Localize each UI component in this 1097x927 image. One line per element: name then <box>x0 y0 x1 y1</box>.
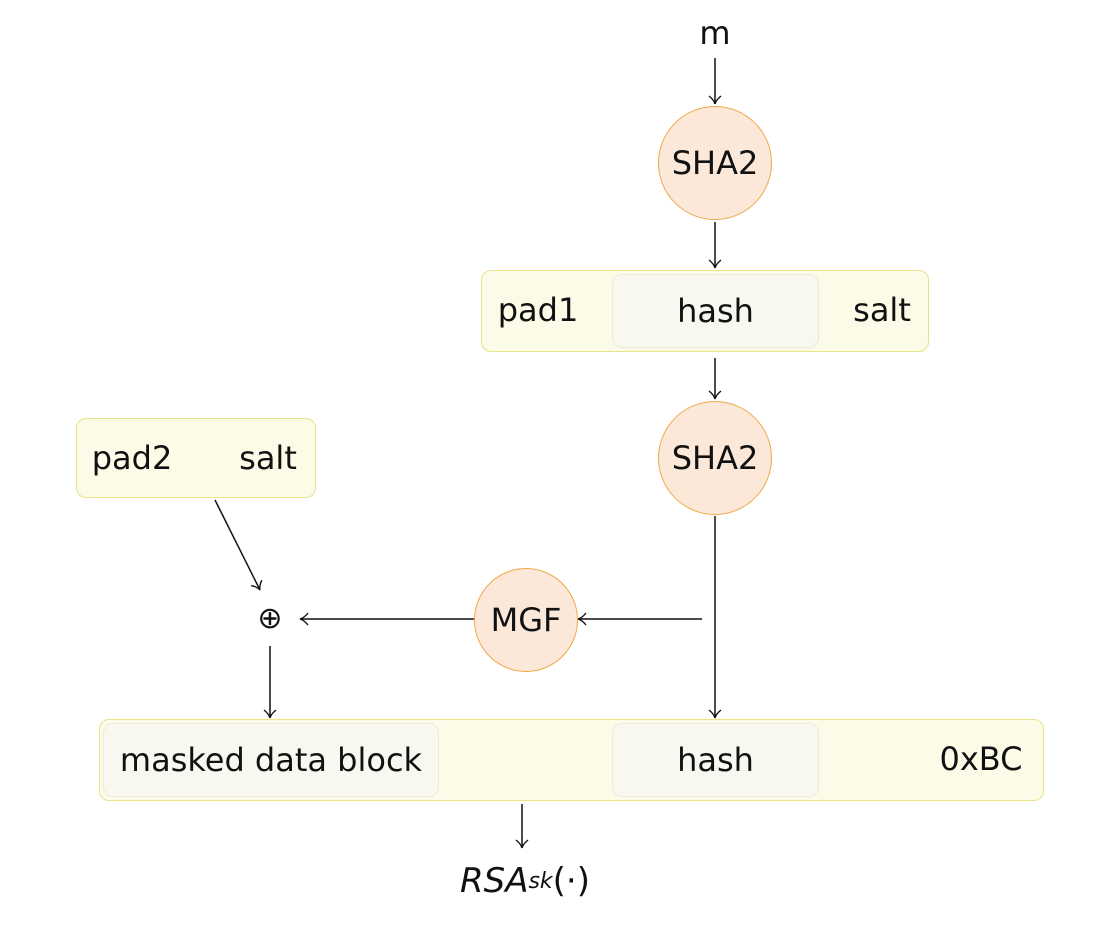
mgf-node: MGF <box>474 568 578 672</box>
mprime-hash-field: hash <box>612 274 819 348</box>
rsa-func: RSA <box>459 861 529 901</box>
rsa-subscript: sk <box>528 868 553 894</box>
masked-data-block-field: masked data block <box>103 723 439 797</box>
encoded-hash-label: hash <box>677 741 754 779</box>
encoded-hash-field: hash <box>612 723 819 797</box>
message-label: m <box>699 14 731 52</box>
db-salt-label: salt <box>239 439 297 477</box>
sha2-node-top: SHA2 <box>658 106 772 220</box>
rsa-argument: (·) <box>552 861 590 901</box>
sha2-top-label: SHA2 <box>671 144 759 182</box>
trailer-label: 0xBC <box>939 740 1023 778</box>
mprime-salt-label: salt <box>853 291 911 329</box>
sha2-node-bottom: SHA2 <box>658 401 772 515</box>
pad2-label: pad2 <box>91 439 173 477</box>
pad1-label: pad1 <box>497 291 579 329</box>
sha2-bottom-label: SHA2 <box>671 439 759 477</box>
mprime-hash-label: hash <box>677 292 754 330</box>
xor-symbol: ⊕ <box>257 601 283 636</box>
masked-data-block-label: masked data block <box>119 741 423 779</box>
db-block <box>76 418 316 498</box>
arrow-db-to-xor <box>214 499 263 591</box>
mgf-label: MGF <box>490 601 562 639</box>
